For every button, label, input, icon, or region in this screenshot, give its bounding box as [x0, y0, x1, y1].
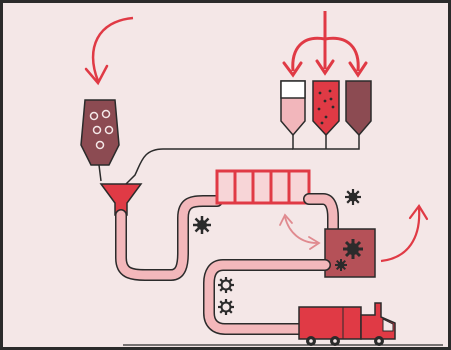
- silo-light: [281, 81, 305, 135]
- gear-cog-lower-2: [218, 299, 234, 315]
- gear-cog-right: [345, 189, 361, 205]
- process-diagram: [3, 3, 448, 347]
- processing-machine: [325, 229, 375, 277]
- hopper: [81, 100, 119, 181]
- silos: [281, 81, 371, 135]
- three-way-split-arrow: [284, 11, 366, 75]
- incoming-arrow: [86, 18, 133, 83]
- conveyor-rack: [217, 171, 309, 203]
- machine-gear-small: [335, 259, 347, 271]
- bidirectional-arrow: [280, 215, 319, 249]
- machine-gear-large: [343, 239, 363, 259]
- pipe-to-rack: [121, 201, 217, 275]
- gear-cog-left: [193, 216, 211, 234]
- delivery-truck: [299, 303, 395, 346]
- silo-dark: [346, 81, 371, 135]
- pipe-to-machine: [309, 199, 333, 229]
- outgoing-arrow: [381, 206, 427, 261]
- silo-red: [313, 81, 339, 135]
- gear-cog-lower-1: [218, 277, 234, 293]
